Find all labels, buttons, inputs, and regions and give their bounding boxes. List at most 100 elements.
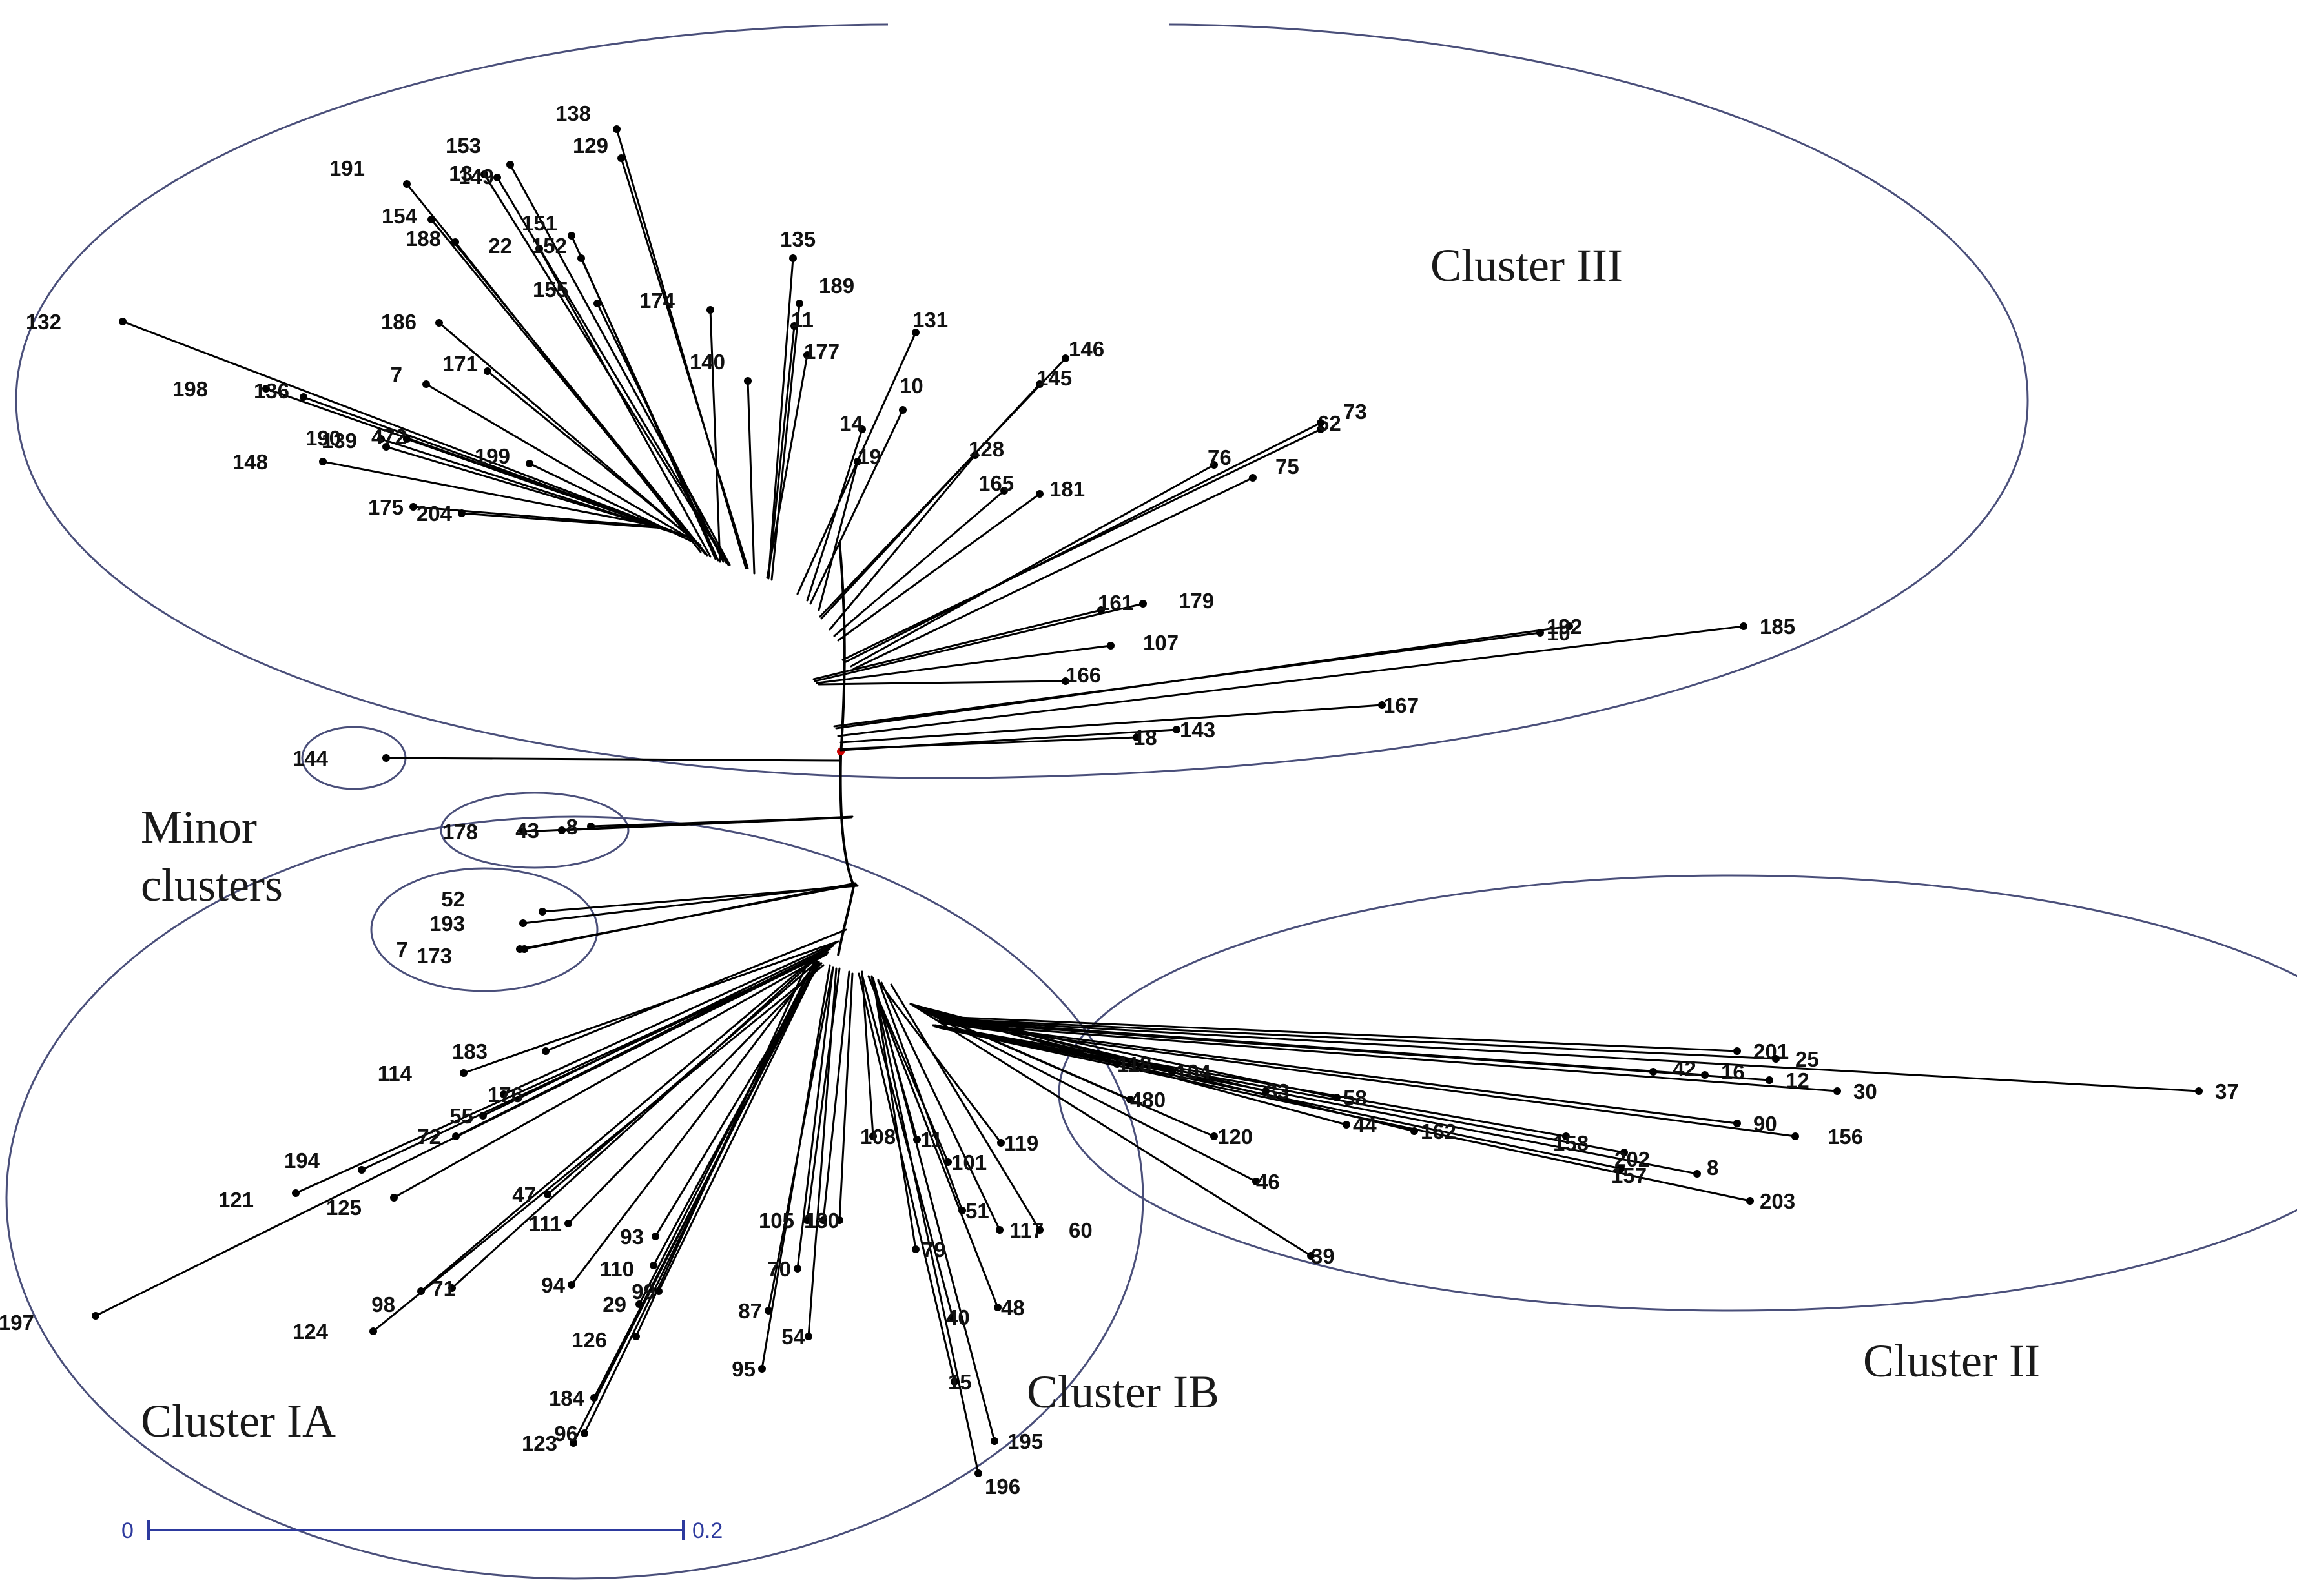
branch-30 [852, 476, 1254, 670]
leaf-node-3 [480, 170, 488, 178]
leaf-label-10: 152 [531, 234, 567, 258]
leaf-label-104: 196 [985, 1475, 1020, 1499]
leaf-label-95: 79 [922, 1238, 946, 1262]
branch-47 [818, 680, 1067, 686]
branch-13 [767, 257, 794, 579]
branch-71 [546, 961, 818, 1196]
branch-78 [420, 957, 815, 1293]
branch-31 [121, 320, 686, 537]
leaf-label-57: 8 [566, 815, 578, 839]
leaf-node-20 [858, 425, 866, 433]
leaf-node-81 [632, 1333, 640, 1340]
leaf-label-29: 76 [1208, 445, 1231, 469]
leaf-node-1 [617, 154, 625, 162]
leaf-node-77 [655, 1287, 663, 1295]
leaf-label-96: 70 [767, 1257, 791, 1281]
leaf-node-92 [958, 1207, 966, 1214]
leaf-node-69 [390, 1194, 398, 1202]
leaf-node-83 [570, 1439, 577, 1447]
leaf-node-61 [516, 945, 524, 953]
branch-19 [809, 409, 904, 605]
leaf-label-28: 73 [1343, 400, 1367, 424]
branch-63 [462, 940, 839, 1074]
branch-39 [406, 438, 678, 535]
minor-clusters-label-line1: Minor [141, 801, 257, 853]
branch-38 [385, 445, 676, 534]
leaf-node-114 [1410, 1127, 1418, 1135]
leaf-node-115 [1733, 1047, 1741, 1055]
leaf-label-30: 75 [1275, 455, 1299, 478]
leaf-label-12: 174 [639, 289, 675, 312]
leaf-label-122: 156 [1828, 1125, 1863, 1149]
leaf-node-96 [794, 1265, 801, 1273]
leaf-label-2: 153 [446, 134, 481, 158]
leaf-label-51: 167 [1383, 693, 1419, 717]
leaf-node-125 [1617, 1165, 1625, 1172]
leaf-node-117 [1649, 1068, 1657, 1076]
leaf-node-126 [1693, 1170, 1701, 1178]
leaf-node-110 [1252, 1178, 1260, 1185]
branch-126 [934, 1025, 1698, 1175]
leaf-node-80 [369, 1327, 377, 1335]
leaf-label-102: 15 [948, 1370, 972, 1394]
leaf-label-6: 154 [382, 204, 418, 228]
leaf-node-113 [1343, 1121, 1350, 1129]
leaf-label-72: 111 [529, 1212, 562, 1236]
cluster-ii-ellipse [1058, 874, 2297, 1312]
leaf-node-16 [803, 351, 811, 359]
branch-57 [590, 816, 852, 828]
branch-102 [858, 972, 956, 1383]
branch-8 [538, 247, 712, 558]
leaf-label-116: 25 [1795, 1047, 1819, 1071]
branch-76 [638, 959, 816, 1305]
leaf-label-34: 190 [305, 426, 341, 450]
leaf-label-49: 10 [1547, 621, 1571, 645]
leaf-node-72 [564, 1220, 572, 1227]
branch-53 [839, 728, 1178, 752]
leaf-label-117: 42 [1673, 1057, 1696, 1081]
branch-110 [916, 1006, 1257, 1183]
leaf-label-25: 165 [978, 471, 1014, 495]
leaf-node-64 [500, 1090, 508, 1098]
leaf-label-22: 146 [1069, 337, 1104, 361]
tree-backbone [837, 542, 856, 956]
branch-43 [528, 462, 692, 542]
leaf-node-15 [790, 322, 798, 330]
leaf-node-91 [836, 1216, 843, 1224]
leaf-label-18: 131 [912, 308, 948, 332]
cluster-ii-label: Cluster II [1863, 1335, 2040, 1387]
leaf-label-5: 191 [329, 156, 365, 180]
leaf-node-121 [1733, 1120, 1741, 1127]
leaf-label-61: 173 [417, 944, 452, 968]
leaf-node-21 [854, 458, 861, 466]
leaf-node-40 [319, 458, 327, 466]
branch-89 [806, 967, 841, 1222]
leaf-node-11 [593, 300, 601, 307]
leaf-node-63 [460, 1069, 468, 1077]
branch-93 [880, 981, 1001, 1231]
branch-77 [657, 961, 820, 1293]
leaf-node-26 [1036, 490, 1044, 498]
leaf-node-116 [1772, 1055, 1780, 1063]
leaf-label-65: 55 [449, 1104, 473, 1128]
leaf-node-46 [1107, 642, 1115, 650]
leaf-node-32 [262, 385, 270, 393]
leaf-node-4 [493, 174, 501, 181]
leaf-label-86: 11 [920, 1128, 943, 1152]
leaf-node-13 [789, 254, 797, 262]
leaf-node-104 [974, 1469, 982, 1477]
branch-7 [454, 241, 702, 553]
leaf-label-39: 472 [371, 425, 407, 449]
leaf-label-50: 185 [1760, 615, 1795, 639]
leaf-node-51 [1378, 701, 1386, 709]
leaf-label-84: 96 [554, 1422, 578, 1446]
leaf-label-105: 118 [1117, 1052, 1151, 1076]
leaf-label-68: 121 [218, 1188, 254, 1212]
leaf-label-24: 128 [969, 437, 1004, 461]
minor-cluster-52-ellipse [370, 867, 599, 992]
leaf-node-66 [452, 1132, 460, 1140]
branch-116 [943, 1018, 1777, 1060]
leaf-node-39 [403, 435, 411, 443]
leaf-label-106: 104 [1175, 1060, 1211, 1084]
